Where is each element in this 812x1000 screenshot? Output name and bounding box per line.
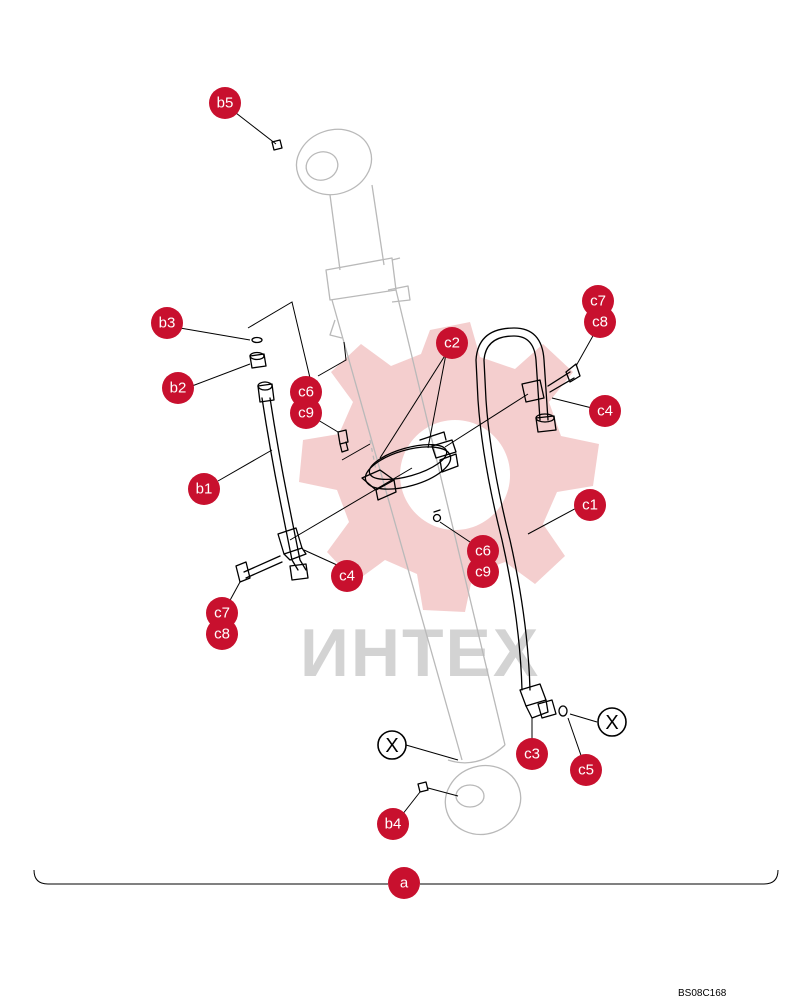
callout-c9-lower: c9 — [467, 556, 499, 588]
callout-label: c7 — [214, 605, 230, 622]
callout-c4-right: c4 — [589, 395, 621, 427]
callout-label: c1 — [582, 497, 598, 514]
callout-c2: c2 — [436, 327, 468, 359]
left-hydraulic-pipe — [249, 336, 309, 581]
callout-label: c9 — [475, 564, 491, 581]
callout-label: b4 — [385, 816, 402, 833]
callout-label: a — [400, 875, 409, 892]
callout-label: b1 — [196, 481, 213, 498]
callout-label: c2 — [444, 335, 460, 352]
callout-label: c8 — [214, 626, 230, 643]
callout-label: c6 — [298, 384, 314, 401]
callout-b5: b5 — [209, 87, 241, 119]
callout-label: c7 — [590, 293, 606, 310]
fasteners — [235, 139, 581, 793]
pipe-clamp-assembly — [289, 393, 529, 541]
cylinder-outline — [295, 128, 522, 836]
reference-mark-label: X — [605, 712, 618, 734]
callout-label: c6 — [475, 543, 491, 560]
callout-b4: b4 — [377, 808, 409, 840]
callout-c3: c3 — [516, 738, 548, 770]
callout-label: c4 — [339, 568, 355, 585]
callout-c8-upper: c8 — [584, 306, 616, 338]
watermark-text: ИНТЕХ — [300, 615, 540, 691]
callout-c9-upper: c9 — [290, 397, 322, 429]
drawing-code: BS08C168 — [678, 988, 727, 999]
callout-b2: b2 — [162, 372, 194, 404]
callout-label: b2 — [170, 380, 187, 397]
callout-a: a — [388, 867, 420, 899]
leader-lines — [179, 112, 598, 816]
callout-label: c3 — [524, 746, 540, 763]
watermark-logo: ИНТЕХ — [299, 322, 599, 691]
callout-c4-left: c4 — [331, 560, 363, 592]
callout-c1: c1 — [574, 489, 606, 521]
callout-c8-lower: c8 — [206, 618, 238, 650]
reference-mark-x-left: X — [377, 730, 407, 760]
callout-b1: b1 — [188, 473, 220, 505]
callout-b3: b3 — [151, 307, 183, 339]
callout-label: b5 — [217, 95, 234, 112]
callout-label: c5 — [578, 762, 594, 779]
callout-label: b3 — [159, 315, 176, 332]
callout-label: c8 — [592, 314, 608, 331]
callout-label: c4 — [597, 403, 613, 420]
reference-mark-label: X — [385, 735, 398, 757]
callout-c5: c5 — [570, 754, 602, 786]
reference-mark-x-right: X — [597, 707, 627, 737]
right-hydraulic-pipe — [475, 327, 557, 719]
callout-label: c9 — [298, 405, 314, 422]
overall-length-bracket — [33, 869, 779, 885]
